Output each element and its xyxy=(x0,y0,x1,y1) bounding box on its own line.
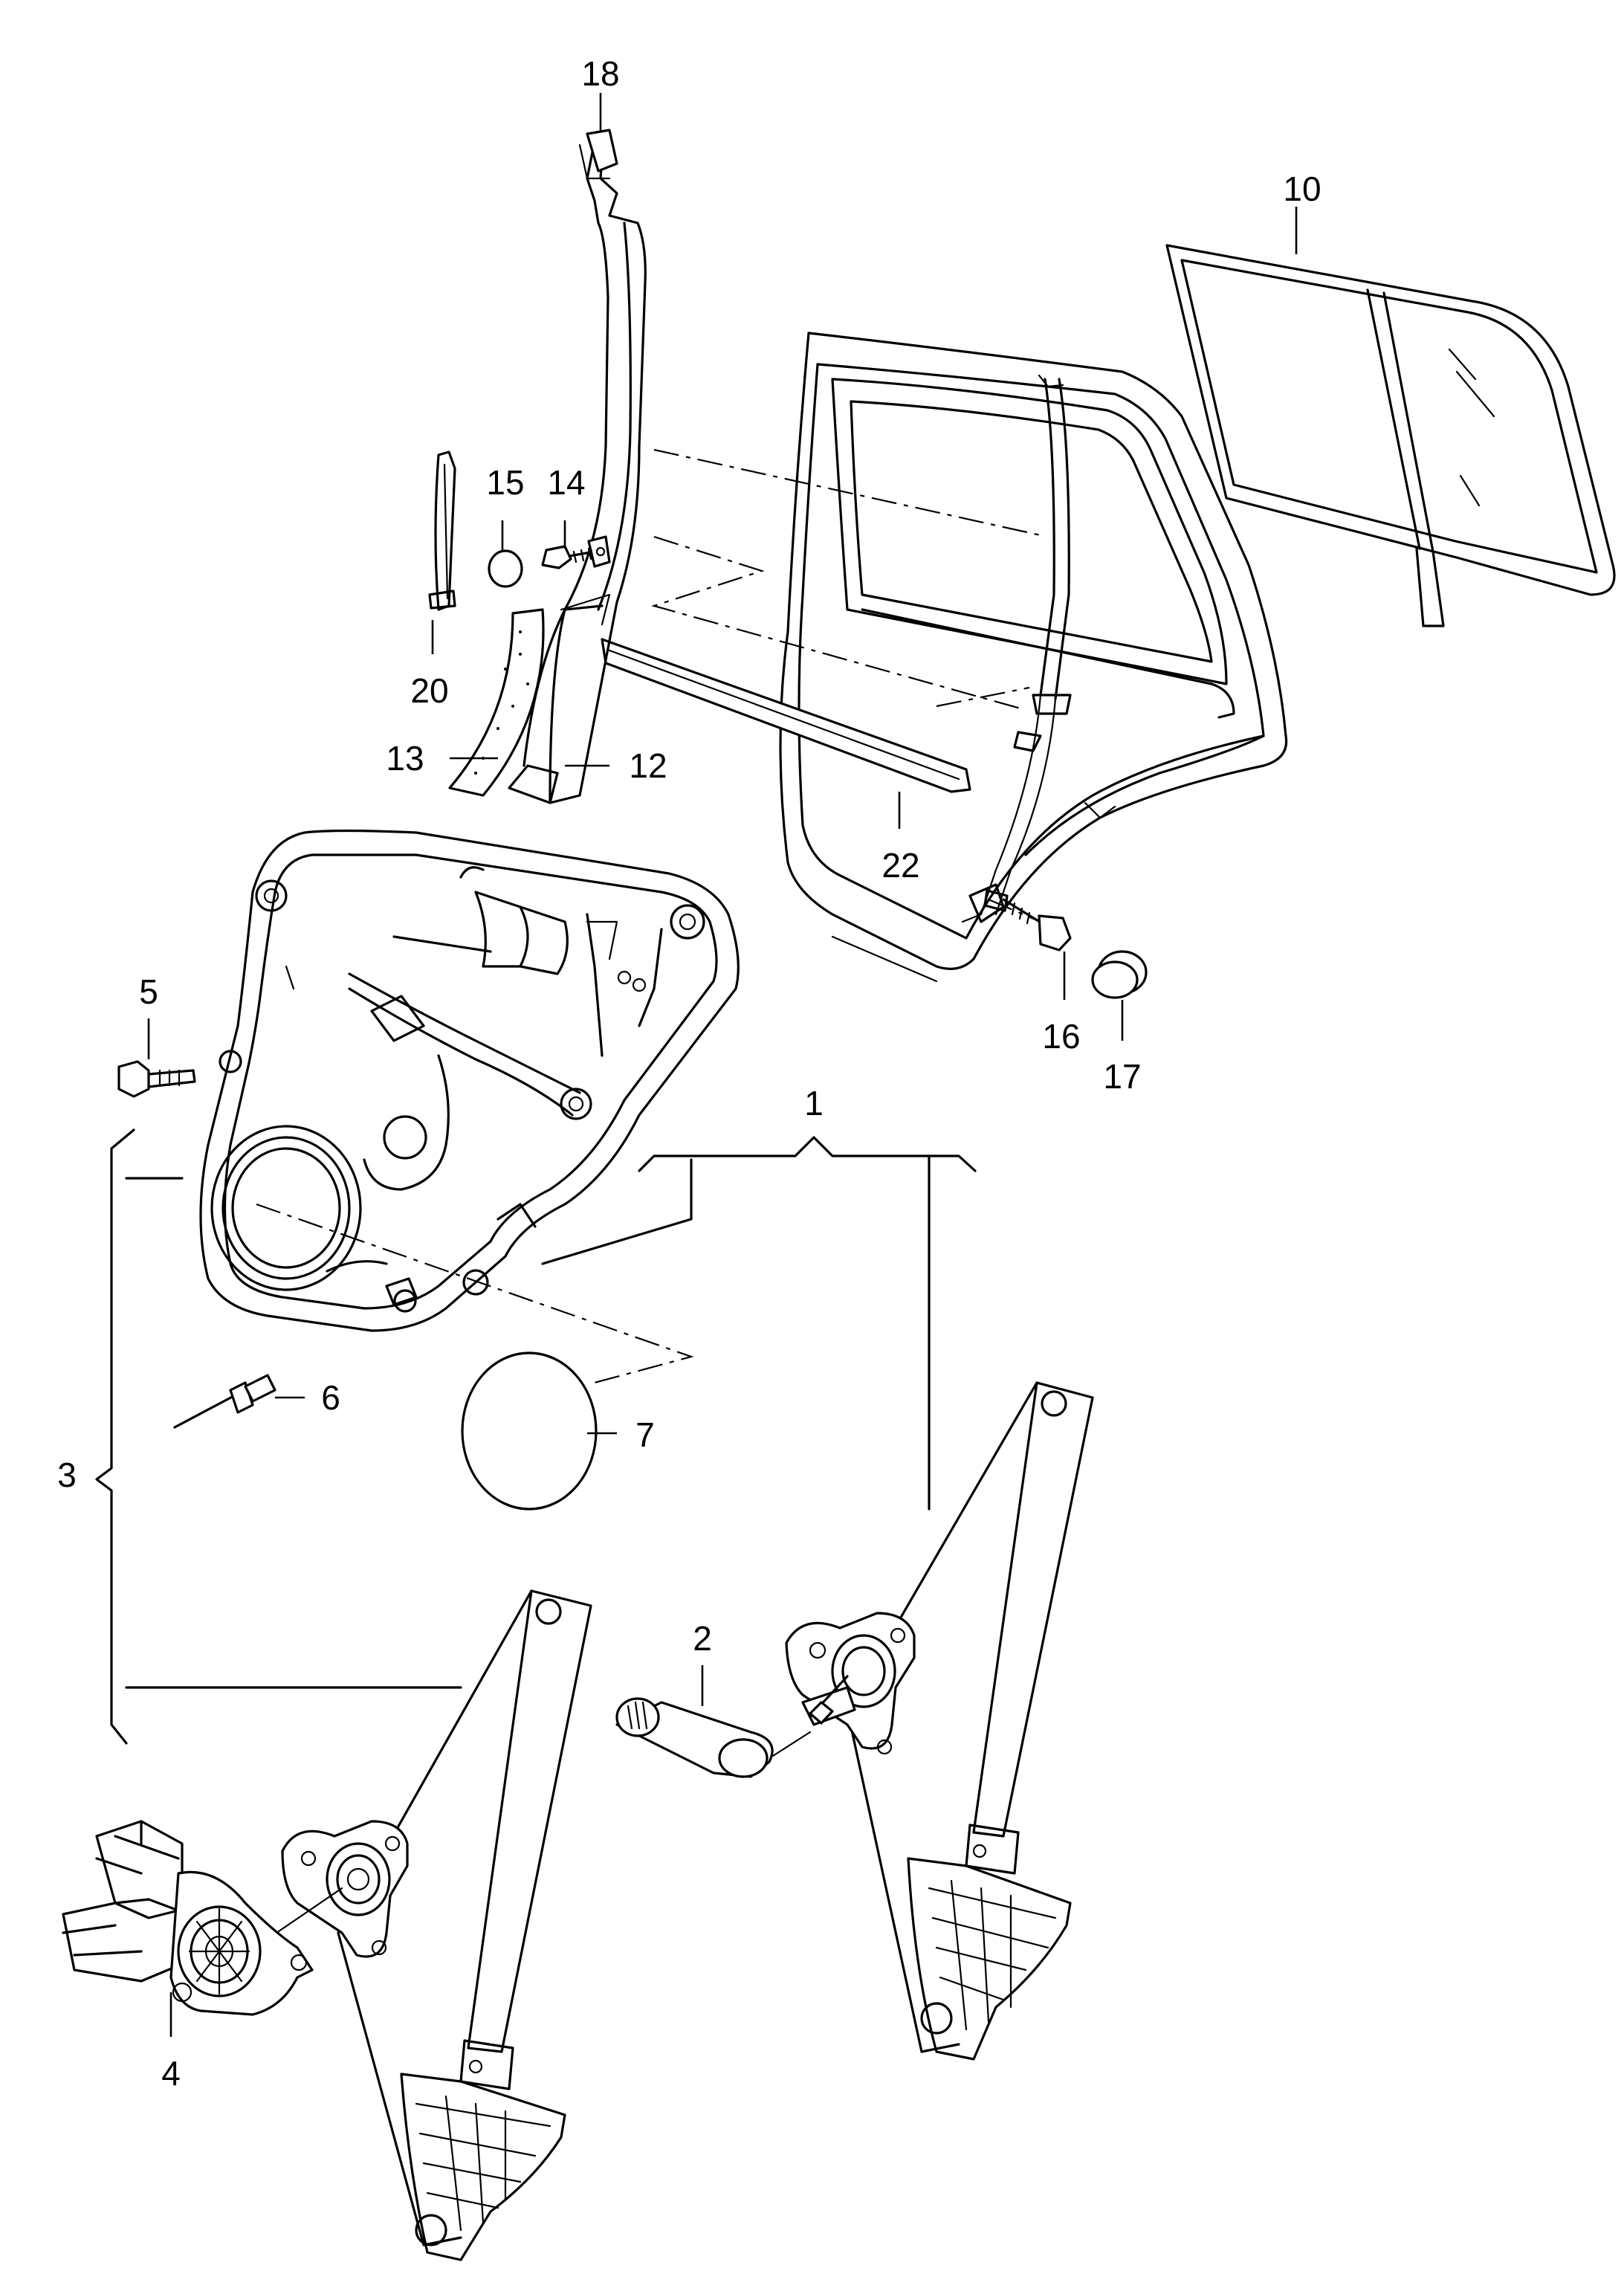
label-18: 18 xyxy=(581,54,619,93)
window-glass xyxy=(1165,244,1616,627)
lower-screw-and-cap xyxy=(983,889,1148,999)
label-14: 14 xyxy=(547,463,585,502)
cover-disc xyxy=(461,1351,598,1511)
label-7: 7 xyxy=(635,1415,655,1454)
label-2: 2 xyxy=(693,1619,712,1658)
label-4: 4 xyxy=(161,2054,181,2093)
cover-strip xyxy=(428,450,456,611)
window-crank xyxy=(615,1697,812,1778)
label-20: 20 xyxy=(410,671,448,710)
assembly-lines xyxy=(256,448,1041,1384)
label-10: 10 xyxy=(1283,169,1321,208)
label-22: 22 xyxy=(881,846,919,885)
label-16: 16 xyxy=(1042,1017,1080,1056)
label-6: 6 xyxy=(321,1378,340,1417)
label-1: 1 xyxy=(804,1084,824,1123)
door-window-channel xyxy=(508,129,1072,923)
label-3: 3 xyxy=(57,1456,77,1494)
window-motor xyxy=(62,1820,314,2016)
label-15: 15 xyxy=(486,463,524,502)
label-5: 5 xyxy=(139,972,158,1011)
label-13: 13 xyxy=(386,739,424,778)
seal-strip xyxy=(448,608,545,797)
callout-numbers: 18 10 15 14 20 13 12 22 16 17 5 1 6 7 3 … xyxy=(57,54,1321,2093)
group-brackets xyxy=(95,1128,977,1745)
bolt xyxy=(117,1060,196,1098)
door-frame xyxy=(779,332,1288,983)
upper-cap-and-screw xyxy=(488,535,611,588)
label-12: 12 xyxy=(629,746,667,785)
door-carrier-panel xyxy=(199,829,740,1332)
manual-window-regulator xyxy=(785,1381,1094,2061)
label-17: 17 xyxy=(1103,1057,1141,1096)
leader-lines xyxy=(147,93,1298,2037)
electric-window-regulator xyxy=(277,1589,592,2261)
rivet xyxy=(173,1374,276,1429)
